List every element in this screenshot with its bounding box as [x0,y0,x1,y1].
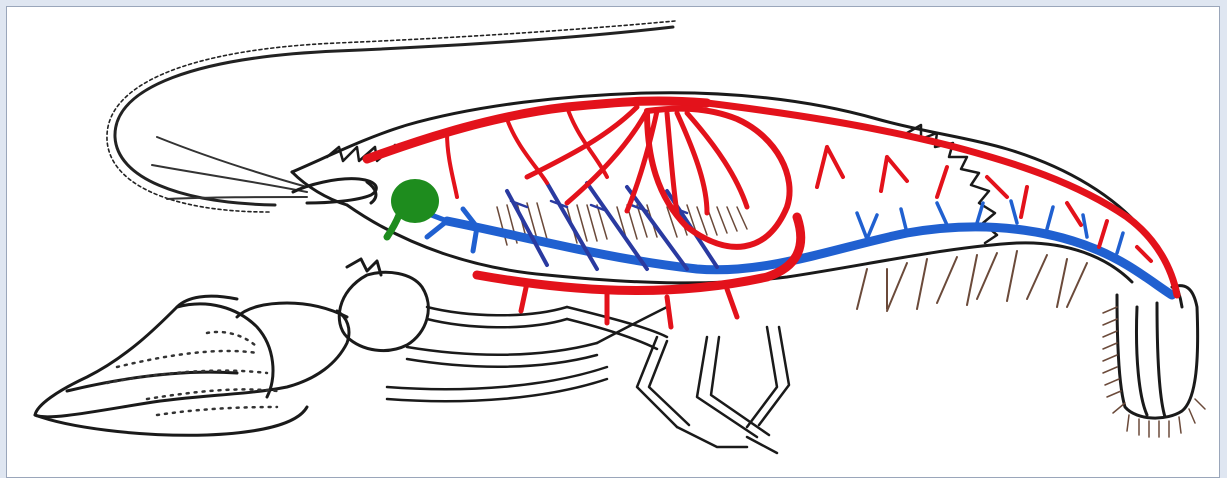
tail-fan [1117,286,1198,418]
arteries [367,101,1177,327]
walking-legs [387,307,789,453]
crayfish-diagram [7,7,1219,477]
green-gland [387,179,439,237]
cheliped-claw [35,259,428,435]
figure-panel [6,6,1220,478]
